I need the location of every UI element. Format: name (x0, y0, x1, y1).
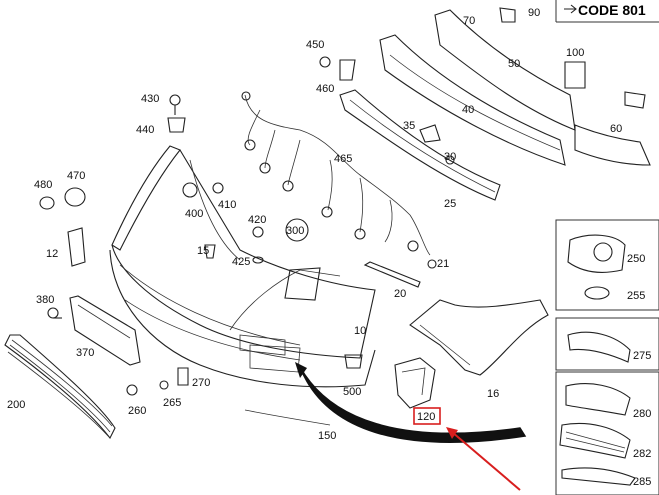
callout-370: 370 (76, 347, 94, 359)
moulding-strip (363, 261, 421, 288)
callout-250: 250 (627, 253, 645, 265)
wiring-harness (241, 91, 431, 256)
highlight-box-120 (413, 407, 441, 425)
fasteners (39, 7, 646, 396)
side-panel-parts (559, 234, 636, 486)
bumper-cover (109, 145, 376, 388)
callout-20: 20 (394, 288, 406, 300)
callout-150: 150 (318, 430, 336, 442)
callout-200: 200 (7, 399, 25, 411)
callout-260: 260 (128, 405, 146, 417)
callout-50: 50 (508, 58, 520, 70)
callout-100: 100 (566, 47, 584, 59)
callout-480: 480 (34, 179, 52, 191)
callout-270: 270 (192, 377, 210, 389)
callout-35: 35 (403, 120, 415, 132)
callout-380: 380 (36, 294, 54, 306)
callout-400: 400 (185, 208, 203, 220)
callout-420: 420 (248, 214, 266, 226)
callout-465: 465 (334, 153, 352, 165)
panel-grilles (555, 371, 659, 495)
callout-10: 10 (354, 325, 366, 337)
callout-450: 450 (306, 39, 324, 51)
impact-absorbers (339, 9, 651, 201)
callout-120: 120 (417, 411, 435, 423)
license-plate-bracket (69, 295, 141, 366)
code-header: CODE 801 (555, 0, 659, 23)
callout-470: 470 (67, 170, 85, 182)
pointer-arrowhead (295, 362, 307, 378)
callout-430: 430 (141, 93, 159, 105)
side-panels (555, 219, 659, 495)
callout-275: 275 (633, 350, 651, 362)
panel-trim-strip (555, 317, 659, 371)
lower-grille (4, 334, 116, 440)
callout-410: 410 (218, 199, 236, 211)
callout-300: 300 (286, 225, 304, 237)
callout-labels: 70 90 100 50 40 60 35 30 25 450 460 430 … (7, 7, 651, 488)
callout-280: 280 (633, 408, 651, 420)
callout-25: 25 (444, 198, 456, 210)
callout-15: 15 (197, 245, 209, 257)
highlight-arrowhead (446, 427, 458, 439)
callout-21: 21 (437, 258, 449, 270)
callout-440: 440 (136, 124, 154, 136)
callout-30: 30 (444, 151, 456, 163)
panel-foglight-cover (555, 219, 659, 311)
code-label: CODE 801 (578, 2, 646, 18)
pointer-curve-arrow (299, 366, 527, 443)
lower-strip (244, 409, 331, 426)
callout-460: 460 (316, 83, 334, 95)
part-120-bracket (394, 357, 436, 409)
callout-12: 12 (46, 248, 58, 260)
callout-40: 40 (462, 104, 474, 116)
callout-255: 255 (627, 290, 645, 302)
callout-90: 90 (528, 7, 540, 19)
callout-425: 425 (232, 256, 250, 268)
arrow-right-icon (564, 4, 577, 14)
callout-282: 282 (633, 448, 651, 460)
callout-60: 60 (610, 123, 622, 135)
side-bracket (409, 299, 549, 376)
highlight-arrow-line (451, 431, 521, 491)
callout-500: 500 (343, 386, 361, 398)
callout-265: 265 (163, 397, 181, 409)
callout-285: 285 (633, 476, 651, 488)
callout-70: 70 (463, 15, 475, 27)
detail-300-marker (285, 218, 309, 242)
callout-16: 16 (487, 388, 499, 400)
